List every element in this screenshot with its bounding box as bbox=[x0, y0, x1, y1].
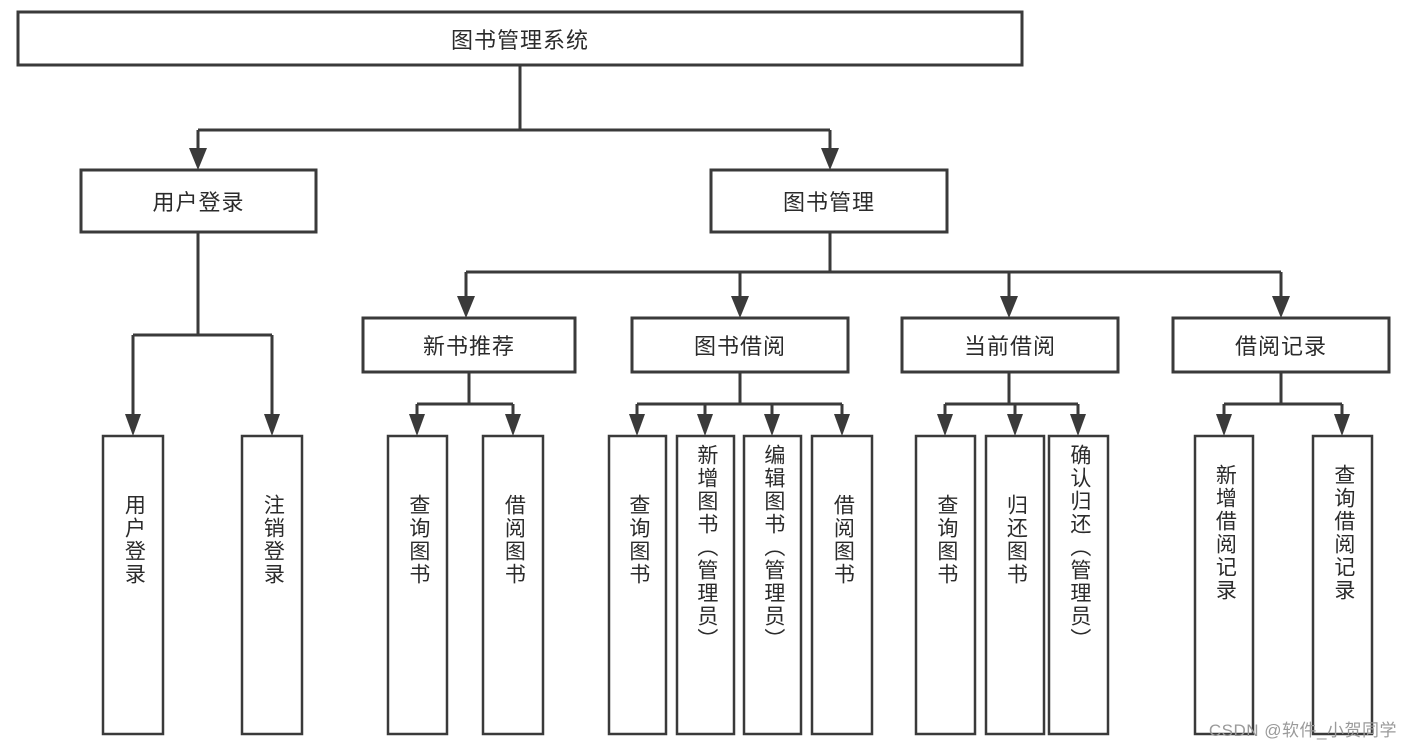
arrowhead-leaf-add-borrow-record bbox=[1216, 414, 1232, 436]
node-new-book-recommend-box[interactable] bbox=[361, 316, 577, 374]
leaf-confirm-return-admin-box[interactable] bbox=[1047, 434, 1110, 736]
arrowhead-book-borrow bbox=[731, 296, 749, 318]
leaf-return-book-box[interactable] bbox=[984, 434, 1046, 736]
arrowhead-leaf-query-book-borrow bbox=[629, 414, 645, 436]
node-borrow-records-box[interactable] bbox=[1171, 316, 1391, 374]
node-root-box[interactable] bbox=[16, 10, 1024, 67]
arrowhead-leaf-user-login bbox=[125, 414, 141, 436]
leaf-add-book-admin-box[interactable] bbox=[675, 434, 736, 736]
watermark-text: CSDN @软件_小贺同学 bbox=[1208, 721, 1397, 740]
arrowhead-current-borrow bbox=[1000, 296, 1018, 318]
arrowhead-leaf-borrow-book-recommend bbox=[505, 414, 521, 436]
arrowhead-borrow-records bbox=[1272, 296, 1290, 318]
leaf-logout-box[interactable] bbox=[240, 434, 304, 736]
arrowhead-leaf-logout bbox=[264, 414, 280, 436]
leaf-edit-book-admin-box[interactable] bbox=[742, 434, 803, 736]
arrowhead-leaf-return-book bbox=[1007, 414, 1023, 436]
leaf-query-book-current-box[interactable] bbox=[914, 434, 977, 736]
node-user-login-box[interactable] bbox=[79, 168, 318, 234]
arrowhead-leaf-query-borrow-record bbox=[1334, 414, 1350, 436]
node-book-borrow-box[interactable] bbox=[630, 316, 850, 374]
node-book-management-box[interactable] bbox=[709, 168, 949, 234]
arrowhead-new-book-recommend bbox=[457, 296, 475, 318]
leaf-borrow-book-recommend-box[interactable] bbox=[481, 434, 545, 736]
arrowhead-book-management bbox=[821, 148, 839, 170]
arrowhead-user-login bbox=[189, 148, 207, 170]
leaf-query-book-recommend-box[interactable] bbox=[386, 434, 449, 736]
arrowhead-leaf-query-book-current bbox=[937, 414, 953, 436]
leaf-borrow-book-box[interactable] bbox=[810, 434, 874, 736]
node-current-borrow-box[interactable] bbox=[900, 316, 1120, 374]
arrowhead-leaf-add-book-admin bbox=[697, 414, 713, 436]
arrowhead-leaf-confirm-return-admin bbox=[1070, 414, 1086, 436]
leaf-add-borrow-record-box[interactable] bbox=[1193, 434, 1255, 736]
arrowhead-leaf-query-book-recommend bbox=[409, 414, 425, 436]
arrowhead-leaf-borrow-book bbox=[834, 414, 850, 436]
leaf-query-borrow-record-box[interactable] bbox=[1311, 434, 1374, 736]
leaf-user-login-box[interactable] bbox=[101, 434, 165, 736]
arrowhead-leaf-edit-book-admin bbox=[764, 414, 780, 436]
leaf-query-book-borrow-box[interactable] bbox=[607, 434, 668, 736]
